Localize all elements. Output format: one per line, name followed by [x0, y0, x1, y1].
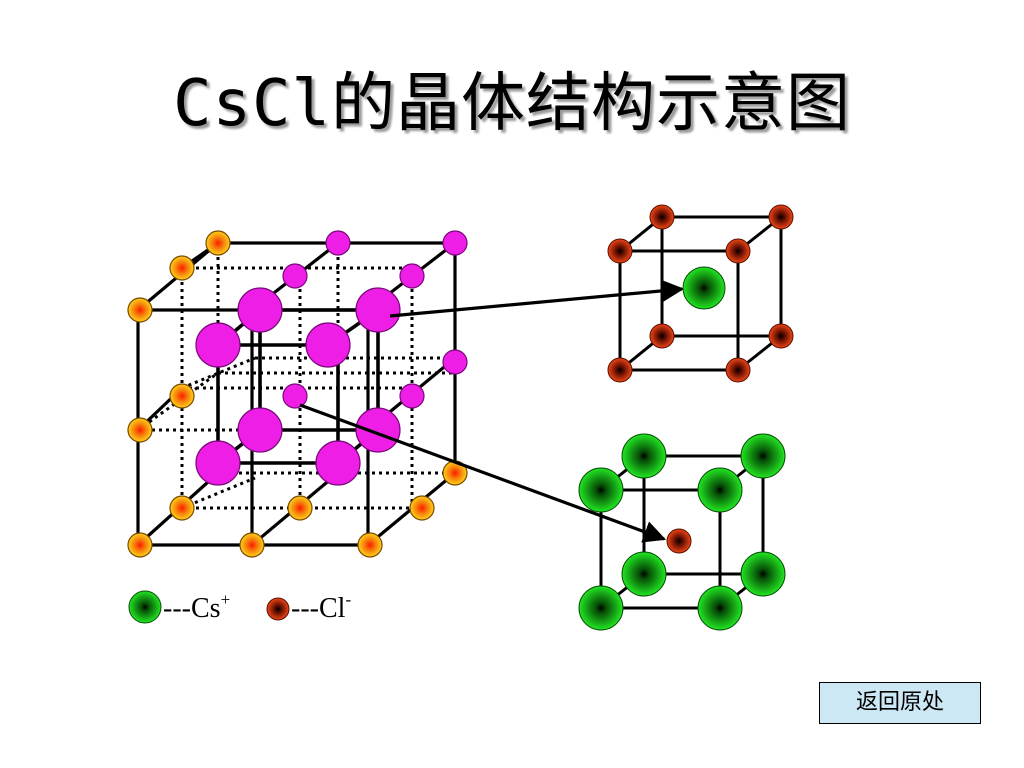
- cs-ion: [697, 467, 743, 513]
- lattice-atom: [325, 230, 351, 256]
- return-button[interactable]: 返回原处: [819, 682, 981, 724]
- cs-ion: [621, 433, 667, 479]
- lattice-atom-large: [237, 287, 283, 333]
- lattice-atom: [357, 532, 383, 558]
- lattice-atom: [409, 495, 435, 521]
- lattice-atom-large: [305, 322, 351, 368]
- lattice-atom: [127, 532, 153, 558]
- title-text: 的晶体结构示意图: [331, 67, 852, 141]
- legend: ---Cs+ ---Cl-: [128, 590, 351, 624]
- cl-ion: [768, 323, 794, 349]
- lattice-atom: [399, 263, 425, 289]
- cl-centered-cell: [578, 433, 786, 631]
- lattice-atom-large: [355, 287, 401, 333]
- arrow-to-cs-cell: [389, 279, 685, 318]
- lattice-atom: [169, 495, 195, 521]
- cs-ion: [578, 585, 624, 631]
- cl-ion: [725, 238, 751, 264]
- lattice-atom-large: [237, 407, 283, 453]
- lattice-atom: [127, 297, 153, 323]
- cl-ion: [607, 357, 633, 383]
- lattice-atom: [239, 532, 265, 558]
- lattice-atom-large: [315, 440, 361, 486]
- legend-cs-label: ---Cs+: [163, 590, 230, 624]
- lattice-atom: [127, 417, 153, 443]
- cs-ion-center: [682, 266, 726, 310]
- cl-ion: [649, 323, 675, 349]
- title-formula: CsCl: [172, 67, 332, 141]
- lattice-atom: [169, 255, 195, 281]
- legend-cl-swatch: [266, 597, 290, 621]
- lattice-atom: [442, 230, 468, 256]
- cl-ion: [768, 204, 794, 230]
- cs-ion: [740, 551, 786, 597]
- lattice-atom-large: [355, 407, 401, 453]
- cs-ion: [621, 551, 667, 597]
- legend-cl-label: ---Cl-: [291, 590, 351, 624]
- cs-centered-cell: [607, 204, 794, 383]
- cl-ion: [607, 238, 633, 264]
- lattice-atom: [442, 349, 468, 375]
- lattice-atom-large: [195, 440, 241, 486]
- page-title: CsCl的晶体结构示意图: [0, 52, 1024, 144]
- cl-ion: [649, 204, 675, 230]
- cs-ion: [740, 433, 786, 479]
- legend-cs-swatch: [128, 590, 162, 624]
- lattice-atom: [399, 383, 425, 409]
- lattice-magenta-atoms: [195, 230, 468, 486]
- cs-ion: [697, 585, 743, 631]
- arrow-to-cl-cell: [299, 403, 667, 543]
- cl-ion: [725, 357, 751, 383]
- lattice-atom: [205, 230, 231, 256]
- lattice-atom-large: [195, 322, 241, 368]
- lattice-orange-atoms: [127, 230, 468, 558]
- lattice-atom: [282, 383, 308, 409]
- lattice-atom: [169, 383, 195, 409]
- cl-ion-center: [666, 528, 692, 554]
- lattice-atom: [282, 263, 308, 289]
- cs-ion: [578, 467, 624, 513]
- lattice-atom: [287, 495, 313, 521]
